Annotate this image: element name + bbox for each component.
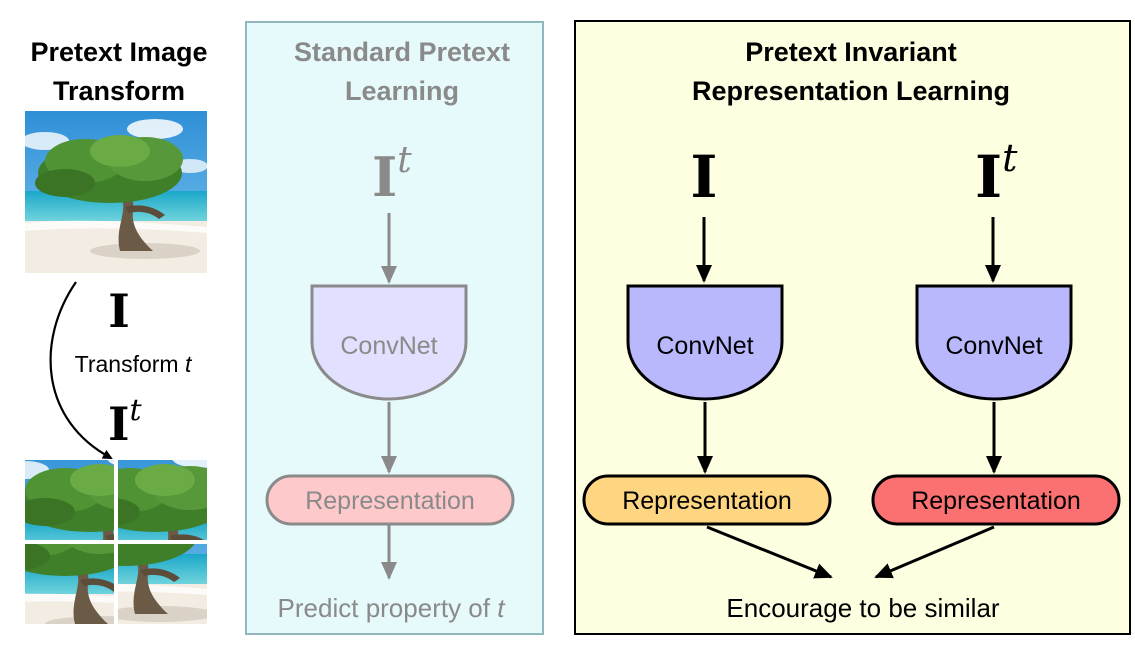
right-right-representation-box bbox=[871, 474, 1121, 526]
right-right-representation-label: Representation bbox=[911, 487, 1081, 515]
transformed-tiles bbox=[25, 460, 207, 624]
original-beach-image bbox=[25, 111, 207, 273]
transformed-symbol: It bbox=[108, 393, 143, 451]
right-left-representation-box bbox=[582, 474, 832, 526]
transform-arrow bbox=[49, 281, 113, 459]
right-output-label: Encourage to be similar bbox=[726, 593, 999, 623]
middle-convnet-box bbox=[310, 284, 468, 401]
right-left-convnet-box bbox=[626, 284, 784, 401]
right-title-line1: Pretext Invariant bbox=[745, 37, 957, 67]
transform-caption: Transform t bbox=[75, 351, 193, 377]
right-converge-arrow-left bbox=[706, 525, 833, 579]
middle-title-line1: Standard Pretext bbox=[294, 37, 510, 67]
right-left-input-symbol: I bbox=[690, 143, 717, 211]
middle-representation-label: Representation bbox=[305, 487, 475, 515]
right-right-convnet-box bbox=[915, 284, 1073, 401]
pirl-panel: Pretext Invariant Representation Learnin… bbox=[574, 20, 1131, 635]
left-column: Pretext Image Transform I Transform t It bbox=[25, 37, 208, 624]
right-right-convnet-label: ConvNet bbox=[945, 332, 1042, 360]
standard-pretext-panel: Standard Pretext Learning It ConvNet Rep… bbox=[245, 21, 544, 635]
left-title-line2: Transform bbox=[53, 76, 185, 106]
middle-output-label: Predict property of t bbox=[278, 593, 507, 623]
middle-input-symbol: It bbox=[372, 140, 412, 209]
right-left-representation-label: Representation bbox=[622, 487, 792, 515]
image-symbol: I bbox=[108, 284, 130, 338]
right-left-convnet-label: ConvNet bbox=[656, 332, 753, 360]
middle-title-line2: Learning bbox=[345, 76, 459, 106]
right-right-input-symbol: It bbox=[975, 136, 1018, 211]
middle-representation-box bbox=[265, 474, 515, 526]
middle-convnet-label: ConvNet bbox=[340, 332, 437, 360]
right-title-line2: Representation Learning bbox=[692, 76, 1010, 106]
right-converge-arrow-right bbox=[874, 525, 995, 579]
left-title-line1: Pretext Image bbox=[30, 37, 207, 67]
